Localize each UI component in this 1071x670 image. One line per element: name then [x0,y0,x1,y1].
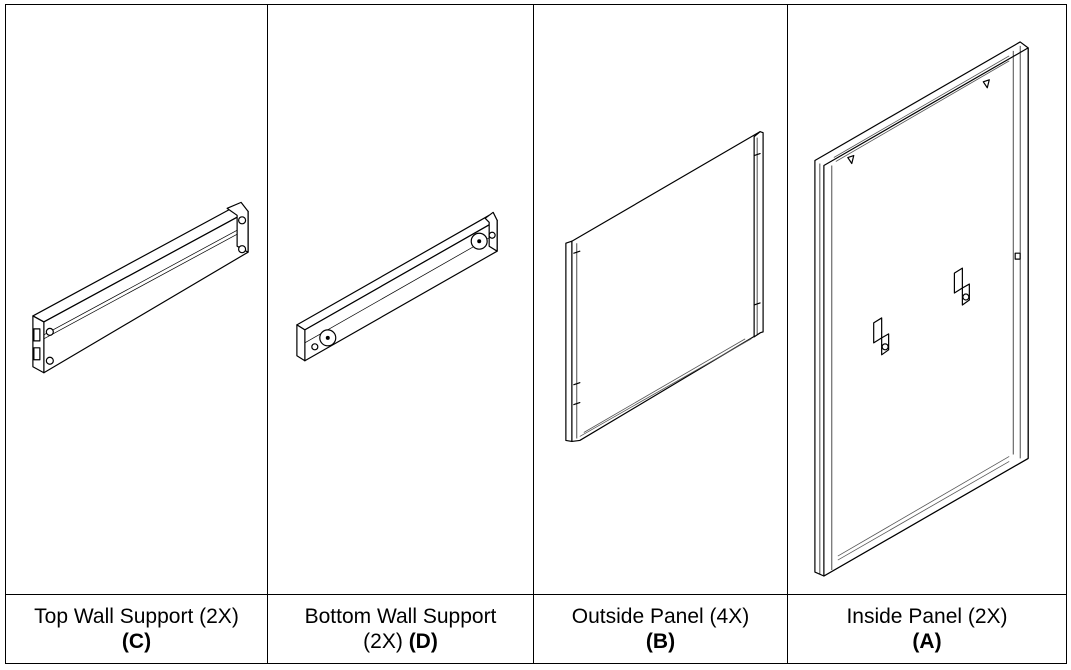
label-inside-panel: Inside Panel (2X) (A) [787,594,1067,664]
label-top-wall-support: Top Wall Support (2X) (C) [5,594,268,664]
part-code: (B) [645,630,676,653]
top-wall-support-drawing [32,201,249,374]
label-outside-panel: Outside Panel (4X) (B) [533,594,788,664]
part-name: Inside Panel (2X) [846,605,1008,628]
part-quantity: (2X) [363,630,403,653]
outside-panel-cell [533,4,788,595]
bottom-wall-support-cell [267,4,534,595]
part-name: Top Wall Support (2X) [34,605,239,628]
parts-table: Top Wall Support (2X) (C) Bottom Wall Su… [5,4,1067,664]
inside-panel-drawing [814,41,1029,577]
illustration-row [5,4,1067,595]
part-code: (D) [408,630,438,653]
part-code: (A) [912,630,942,653]
top-wall-support-cell [5,4,268,595]
bottom-wall-support-drawing [296,211,498,362]
part-name: Outside Panel (4X) [571,605,750,628]
part-code: (C) [121,630,152,653]
part-name: Bottom Wall Support [304,605,497,628]
label-row: Top Wall Support (2X) (C) Bottom Wall Su… [5,594,1067,664]
label-bottom-wall-support: Bottom Wall Support (2X) (D) [267,594,534,664]
outside-panel-drawing [565,131,764,443]
inside-panel-cell [787,4,1067,595]
